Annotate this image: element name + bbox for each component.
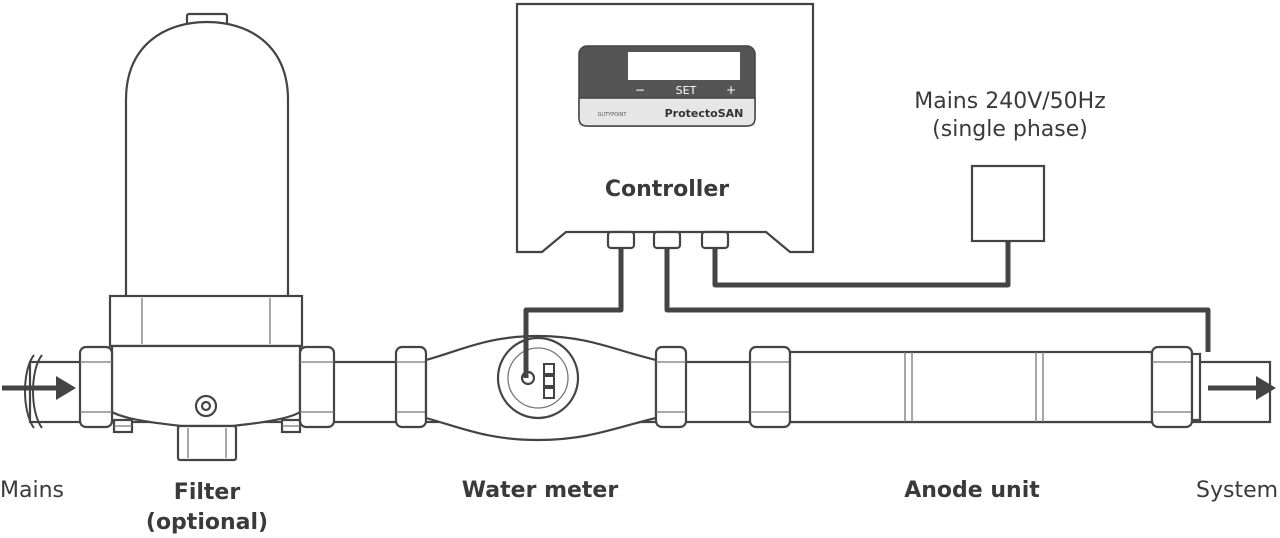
cable-gland-anode — [652, 230, 682, 250]
anode-unit-label: Anode unit — [904, 478, 1040, 503]
display-screen — [628, 52, 740, 80]
mains-label: Mains — [0, 478, 64, 503]
filter-outlet-nut — [298, 345, 336, 429]
power-supply-box — [970, 164, 1046, 243]
controller-label: Controller — [604, 177, 730, 202]
minus-button-label: − — [635, 83, 645, 97]
power-supply-label: Mains 240V/50Hz (single phase) — [914, 89, 1106, 142]
brand-text: ProtectoSAN — [665, 107, 744, 120]
cable-gland-meter — [606, 230, 636, 250]
water-meter — [394, 334, 688, 442]
plus-button-label: + — [726, 83, 736, 97]
filter-label: Filter (optional) — [145, 480, 269, 535]
system-label: System — [1196, 478, 1279, 503]
outlet-arrow-icon — [1208, 376, 1276, 400]
anode-unit — [748, 345, 1202, 429]
filter-inlet-nut — [78, 345, 114, 429]
cable-gland-power — [700, 230, 730, 250]
water-meter-label: Water meter — [461, 478, 619, 503]
set-button-label: SET — [676, 84, 697, 97]
filter — [108, 12, 304, 462]
anode-cable — [664, 244, 1211, 352]
power-cable — [712, 240, 1011, 288]
maker-text: GUTYPOINT — [598, 112, 628, 118]
wiring — [523, 240, 1211, 378]
controller — [515, 2, 815, 254]
inlet-pipe-end — [24, 354, 43, 429]
inlet-arrow-icon — [2, 376, 76, 400]
meter-signal-cable — [523, 244, 624, 378]
